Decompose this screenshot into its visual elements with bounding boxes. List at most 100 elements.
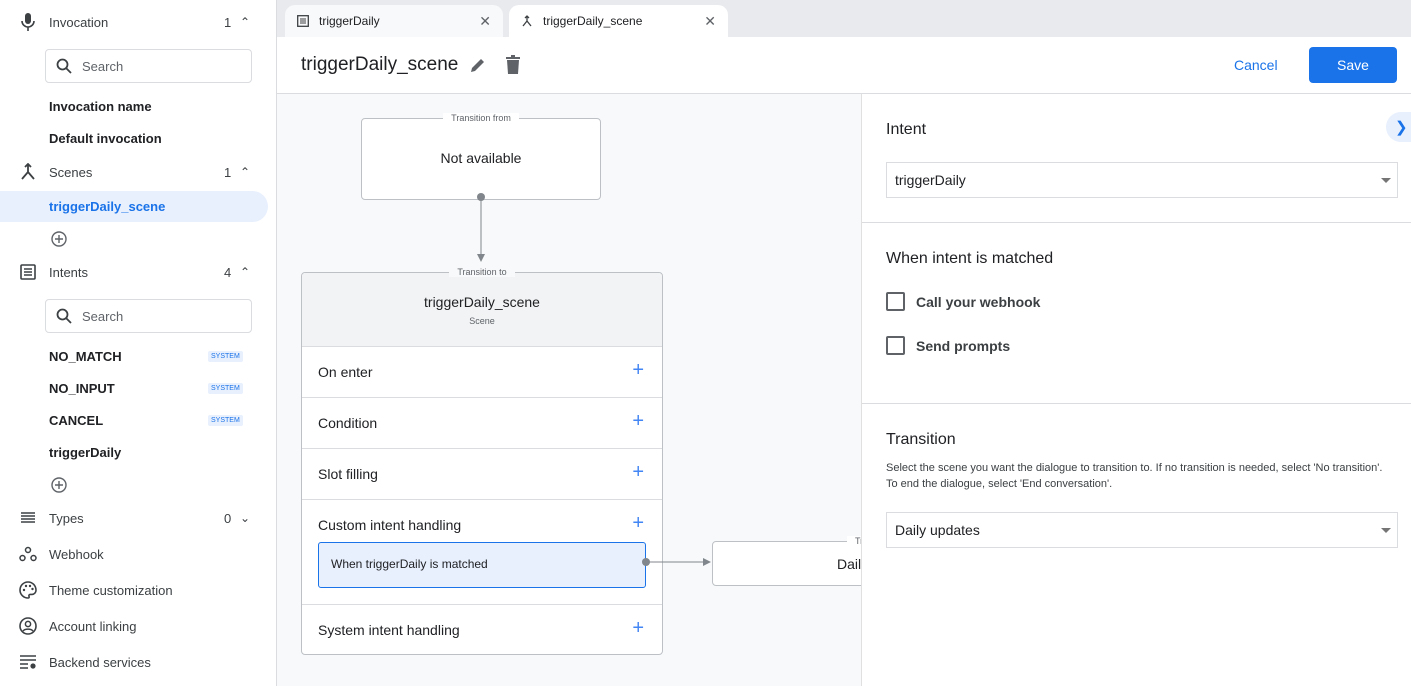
section-invocation[interactable]: Invocation 1 ⌃	[0, 7, 268, 37]
sidebar-item-theme-customization[interactable]: Theme customization	[0, 575, 268, 605]
transition-description: Select the scene you want the dialogue t…	[886, 462, 1383, 490]
add-icon[interactable]: +	[632, 512, 644, 534]
add-intent-icon[interactable]	[51, 477, 67, 493]
chevron-up-icon[interactable]: ⌃	[240, 165, 251, 179]
intent-select[interactable]: triggerDaily	[886, 162, 1398, 198]
tab-triggerdaily[interactable]: triggerDaily ✕	[285, 5, 503, 37]
checkbox-label: Send prompts	[916, 337, 1011, 354]
page-title: triggerDaily_scene	[301, 54, 459, 75]
system-badge: SYSTEM	[208, 382, 243, 394]
sidebar: Invocation 1 ⌃ Search Invocation name De…	[0, 0, 277, 686]
item-label: Webhook	[49, 546, 104, 562]
node-text: Not available	[440, 150, 522, 166]
send-prompts-checkbox[interactable]: Send prompts	[886, 336, 1010, 355]
sidebar-item-intent[interactable]: triggerDaily	[0, 437, 268, 467]
add-icon[interactable]: +	[632, 461, 644, 483]
row-label: Custom intent handling	[318, 517, 462, 533]
account-circle-icon	[18, 616, 38, 636]
sidebar-item-intent[interactable]: NO_MATCH SYSTEM	[0, 341, 268, 371]
save-button[interactable]: Save	[1309, 47, 1397, 83]
matched-heading: When intent is matched	[886, 250, 1054, 267]
item-label: Account linking	[49, 618, 137, 634]
list-icon	[18, 508, 38, 528]
checkbox-label: Call your webhook	[916, 293, 1041, 310]
node-legend: Tr	[847, 536, 861, 546]
item-label: triggerDaily	[49, 444, 122, 460]
scene-icon	[522, 15, 532, 27]
count: 0	[224, 510, 232, 526]
connector-arrow	[477, 193, 485, 262]
tab-triggerdaily-scene[interactable]: triggerDaily_scene ✕	[509, 5, 728, 37]
row-condition[interactable]: Condition +	[302, 397, 662, 448]
row-on-enter[interactable]: On enter+	[302, 346, 662, 397]
sidebar-item-backend-services[interactable]: Backend services	[0, 647, 268, 677]
intents-search-input[interactable]: Search	[45, 299, 252, 333]
item-label: Theme customization	[49, 582, 173, 598]
collapse-panel-chevron-icon[interactable]: ❯	[1386, 112, 1411, 142]
row-slot-filling[interactable]: Slot filling+	[302, 448, 662, 499]
section-label: Scenes	[49, 164, 93, 180]
node-legend: Transition from	[443, 113, 519, 123]
select-value: triggerDaily	[895, 172, 966, 188]
divider	[862, 403, 1411, 404]
sidebar-item-default-invocation[interactable]: Default invocation	[0, 123, 268, 153]
item-label: Invocation name	[49, 98, 152, 114]
edit-icon[interactable]	[469, 56, 487, 74]
select-value: Daily updates	[895, 522, 980, 538]
item-label: Default invocation	[49, 130, 162, 146]
checkbox-icon	[886, 336, 905, 355]
delete-icon[interactable]	[505, 55, 521, 75]
webhook-icon	[18, 544, 38, 564]
backend-settings-icon	[18, 652, 38, 672]
chevron-up-icon[interactable]: ⌃	[240, 15, 251, 29]
checkbox-icon	[886, 292, 905, 311]
node-legend: Transition to	[449, 267, 515, 277]
count: 1	[224, 14, 232, 30]
intent-icon	[18, 262, 38, 282]
dropdown-arrow-icon	[1381, 528, 1391, 533]
section-intents[interactable]: Intents 4 ⌃	[0, 257, 268, 287]
add-icon[interactable]: +	[632, 410, 644, 432]
sidebar-item-webhook[interactable]: Webhook	[0, 539, 268, 569]
tab-strip: triggerDaily ✕ triggerDaily_scene ✕	[277, 0, 1411, 37]
chevron-down-icon[interactable]: ⌄	[240, 511, 251, 525]
sidebar-item-account-linking[interactable]: Account linking	[0, 611, 268, 641]
properties-panel: ❯ Intent triggerDaily When intent is mat…	[861, 94, 1411, 686]
cancel-button[interactable]: Cancel	[1234, 57, 1278, 73]
item-label: Backend services	[49, 654, 151, 670]
count: 4	[224, 264, 232, 280]
section-scenes[interactable]: Scenes 1 ⌃	[0, 157, 268, 187]
palette-icon	[18, 580, 38, 600]
sidebar-item-invocation-name[interactable]: Invocation name	[0, 91, 268, 121]
item-label: NO_MATCH	[49, 348, 122, 364]
intent-handler-item[interactable]: When triggerDaily is matched	[318, 542, 646, 588]
call-webhook-checkbox[interactable]: Call your webhook	[886, 292, 1040, 311]
add-icon[interactable]: +	[632, 359, 644, 381]
close-icon[interactable]: ✕	[704, 12, 716, 29]
chevron-up-icon[interactable]: ⌃	[240, 265, 251, 279]
item-label: NO_INPUT	[49, 380, 115, 396]
system-badge: SYSTEM	[208, 350, 243, 362]
sidebar-item-intent[interactable]: NO_INPUT SYSTEM	[0, 373, 268, 403]
search-icon	[56, 58, 72, 74]
intent-heading: Intent	[886, 121, 927, 138]
row-label: Condition	[318, 415, 378, 431]
item-label: triggerDaily_scene	[49, 199, 166, 214]
intent-icon	[297, 15, 309, 27]
scene-node: Transition to triggerDaily_scene Scene O…	[301, 267, 663, 655]
scene-icon	[18, 162, 38, 182]
invocation-search-input[interactable]: Search	[45, 49, 252, 83]
add-icon[interactable]: +	[632, 617, 644, 639]
row-system-intent-handling[interactable]: System intent handling+	[302, 604, 662, 655]
row-custom-intent-handling[interactable]: Custom intent handling + When triggerDail…	[302, 499, 662, 604]
divider	[862, 222, 1411, 223]
page-header: triggerDaily_scene Cancel Save	[277, 37, 1411, 94]
section-types[interactable]: Types 0 ⌄	[0, 503, 268, 533]
close-icon[interactable]: ✕	[479, 12, 491, 29]
add-scene-icon[interactable]	[51, 231, 67, 247]
sidebar-item-triggerdaily-scene[interactable]: triggerDaily_scene	[0, 191, 268, 222]
transition-target-node[interactable]: Tr Dail	[712, 536, 861, 586]
flow-canvas: Transition from Not available Transition…	[277, 94, 861, 686]
transition-select[interactable]: Daily updates	[886, 512, 1398, 548]
